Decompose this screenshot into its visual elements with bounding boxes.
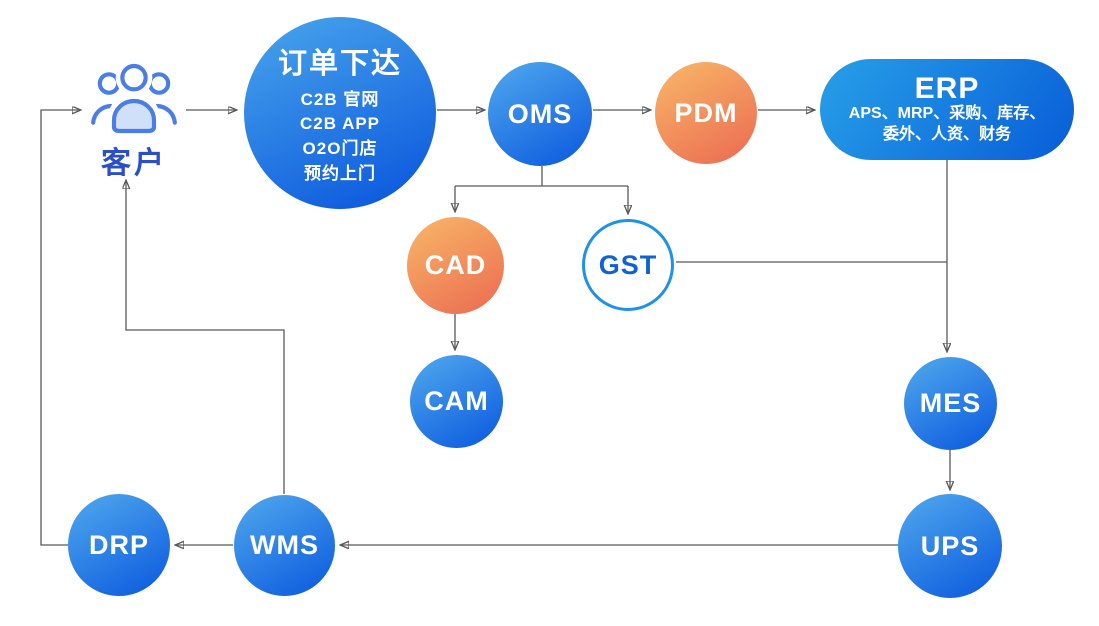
people-group-icon [91,59,177,135]
cad-label: CAD [424,250,487,280]
node-customer: 客户 [84,56,184,182]
node-cad: CAD [407,217,504,314]
erp-modules-line2: 委外、人资、财务 [882,126,1011,144]
erp-modules-line1: APS、MRP、采购、库存、 [848,105,1046,123]
edge-wms-to-customer [126,181,285,494]
node-drp: DRP [68,494,170,596]
mes-label: MES [919,388,982,418]
customer-label: 客户 [101,147,167,180]
wms-label: WMS [250,530,319,560]
order-channel-c2b-app: C2B APP [299,114,381,134]
order-channel-o2o-store: O2O门店 [302,139,378,158]
ups-label: UPS [920,530,980,561]
erp-title: ERP [914,71,980,105]
edge-drp-to-customer [40,110,80,546]
order-channel-c2b-web: C2B 官网 [300,89,380,109]
drp-label: DRP [88,529,149,560]
node-ups: UPS [898,494,1002,598]
cam-label: CAM [424,386,489,416]
order-title: 订单下达 [277,47,402,80]
gst-label: GST [598,249,658,280]
node-order: 订单下达 C2B 官网 C2B APP O2O门店 预约上门 [244,17,436,209]
node-oms: OMS [488,62,592,166]
oms-label: OMS [507,98,573,129]
node-cam: CAM [410,355,503,448]
pdm-label: PDM [674,97,738,128]
node-mes: MES [904,357,997,450]
node-erp: ERP APS、MRP、采购、库存、 委外、人资、财务 [820,59,1074,160]
order-channel-appointment: 预约上门 [304,163,376,183]
node-pdm: PDM [655,62,757,164]
node-wms: WMS [234,495,335,596]
node-gst: GST [582,219,674,311]
